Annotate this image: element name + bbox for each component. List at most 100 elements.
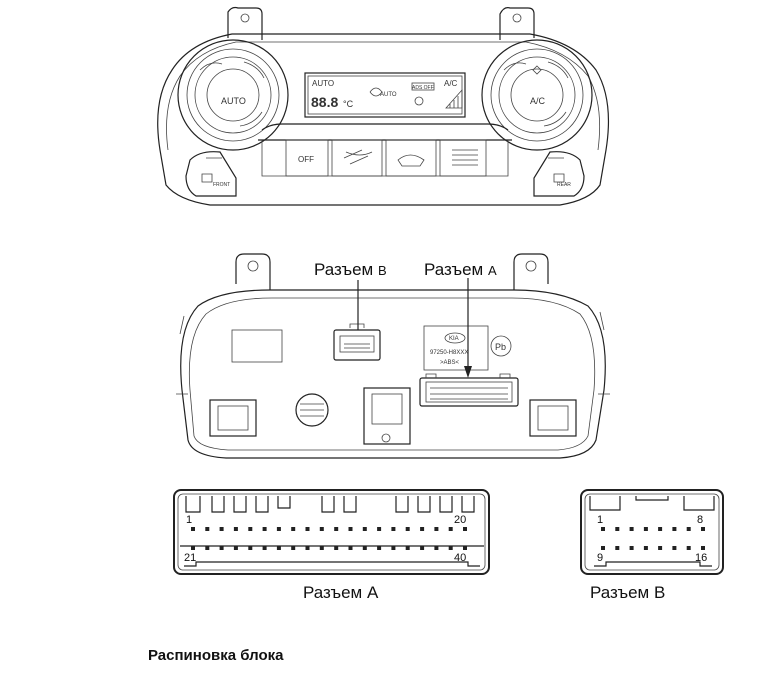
knob-left-label: AUTO	[221, 96, 246, 106]
display-unit: °C	[343, 99, 354, 109]
pin-a-1-label: 1	[186, 514, 192, 526]
connector-a-pin-12	[348, 527, 353, 531]
connector-a-pin-1	[191, 527, 195, 531]
pin-a-20-label: 20	[454, 514, 466, 526]
connector-b-pin-10	[615, 546, 620, 550]
pin-a-40-label: 40	[454, 552, 466, 564]
knob-left	[177, 39, 289, 151]
display-temperature: 88.8	[311, 94, 338, 110]
connector-b-pin-13	[658, 546, 663, 550]
connector-b-pin-3	[629, 527, 634, 531]
pin-b-8-label: 8	[697, 514, 703, 526]
connector-a-pin-34	[377, 546, 382, 550]
connector-b-pin-12	[643, 546, 648, 550]
button-strip	[206, 123, 564, 177]
callout-b-suffix: B	[377, 263, 387, 278]
connector-a-name: Разъем A	[303, 583, 379, 602]
connector-a-pin-9	[305, 527, 310, 531]
connector-b-housing	[333, 323, 381, 361]
knob-right-label: A/C	[530, 96, 546, 106]
connector-b-pin-1	[601, 527, 605, 531]
connector-b-name: Разъем B	[590, 583, 666, 602]
connector-b-pin-6	[672, 527, 677, 531]
connector-a-pin-3	[219, 527, 224, 531]
connector-a-pin-7	[276, 527, 281, 531]
kia-logo: KIA	[449, 336, 459, 342]
display-ac-label: A/C	[444, 79, 458, 88]
connector-a-pin-4	[233, 527, 238, 531]
display-ads-off-label: ADS OFF	[412, 85, 434, 91]
connector-b-pins	[601, 527, 705, 550]
connector-a-pin-15	[391, 527, 396, 531]
connector-b-pinout	[580, 489, 724, 575]
connector-a-pin-36	[405, 546, 410, 550]
connector-a-pin-39	[448, 546, 453, 550]
connector-b-pin-11	[629, 546, 634, 550]
connector-a-pin-16	[405, 527, 410, 531]
off-button-label: OFF	[298, 155, 314, 164]
connector-a-pin-25	[248, 546, 253, 550]
connector-a-pin-20	[463, 527, 467, 531]
connector-b-pin-15	[686, 546, 691, 550]
connector-a-pin-24	[233, 546, 238, 550]
connector-a-pin-29	[305, 546, 310, 550]
connector-a-pin-5	[248, 527, 253, 531]
connector-a-pin-32	[348, 546, 353, 550]
connector-a-pin-40	[463, 546, 467, 550]
connector-a-pin-30	[319, 546, 324, 550]
connector-a-pin-19	[448, 527, 453, 531]
pin-b-9-label: 9	[597, 552, 603, 564]
connector-a-pin-27	[276, 546, 281, 550]
control-unit-rear	[176, 253, 610, 459]
connector-a-pin-6	[262, 527, 267, 531]
part-number: 97250-H8XXX	[430, 350, 468, 356]
connector-a-pin-11	[334, 527, 339, 531]
connector-a-pin-17	[420, 527, 425, 531]
control-panel-front	[157, 6, 610, 206]
connector-a-pin-33	[362, 546, 367, 550]
connector-a-pin-18	[434, 527, 439, 531]
pin-a-21-label: 21	[184, 552, 196, 564]
display-auto2-label: AUTO	[380, 92, 397, 98]
material-mark: >ABS<	[440, 360, 460, 366]
connector-a-pin-23	[219, 546, 224, 550]
connector-b-pin-7	[686, 527, 691, 531]
connector-b-pin-14	[672, 546, 677, 550]
connector-a-pins	[191, 527, 467, 550]
figure-caption: Распиновка блока	[148, 647, 284, 664]
rear-defrost-label: REAR	[557, 182, 571, 188]
connector-a-pin-13	[362, 527, 367, 531]
callout-a-text: Разъем	[424, 260, 488, 279]
connector-a-pin-22	[205, 546, 210, 550]
pin-b-16-label: 16	[695, 552, 707, 564]
knob-right	[481, 39, 593, 151]
connector-b-pin-8	[701, 527, 705, 531]
display-auto-label: AUTO	[312, 79, 334, 88]
connector-a-pin-21	[191, 546, 195, 550]
connector-a-pin-10	[319, 527, 324, 531]
connector-a-pin-31	[334, 546, 339, 550]
connector-a-pin-38	[434, 546, 439, 550]
connector-b-pin-4	[643, 527, 648, 531]
lcd-display	[304, 72, 466, 118]
front-defrost-label: FRONT	[213, 182, 230, 188]
connector-a-housing	[419, 373, 519, 407]
connector-a-pin-2	[205, 527, 210, 531]
callout-connector-a: Разъем A	[424, 260, 497, 280]
pb-mark: Pb	[495, 342, 506, 352]
pin-b-1-label: 1	[597, 514, 603, 526]
connector-a-pin-26	[262, 546, 267, 550]
callout-connector-b: Разъем B	[314, 260, 387, 280]
connector-b-pin-2	[615, 527, 620, 531]
connector-a-pin-14	[377, 527, 382, 531]
connector-a-pin-37	[420, 546, 425, 550]
callout-arrow-a	[464, 366, 472, 378]
connector-b-pin-16	[701, 546, 705, 550]
connector-a-pinout	[173, 489, 490, 575]
connector-a-pin-28	[291, 546, 296, 550]
callout-a-suffix: A	[487, 263, 497, 278]
connector-b-pin-9	[601, 546, 605, 550]
connector-a-pin-8	[291, 527, 296, 531]
connector-a-pin-35	[391, 546, 396, 550]
